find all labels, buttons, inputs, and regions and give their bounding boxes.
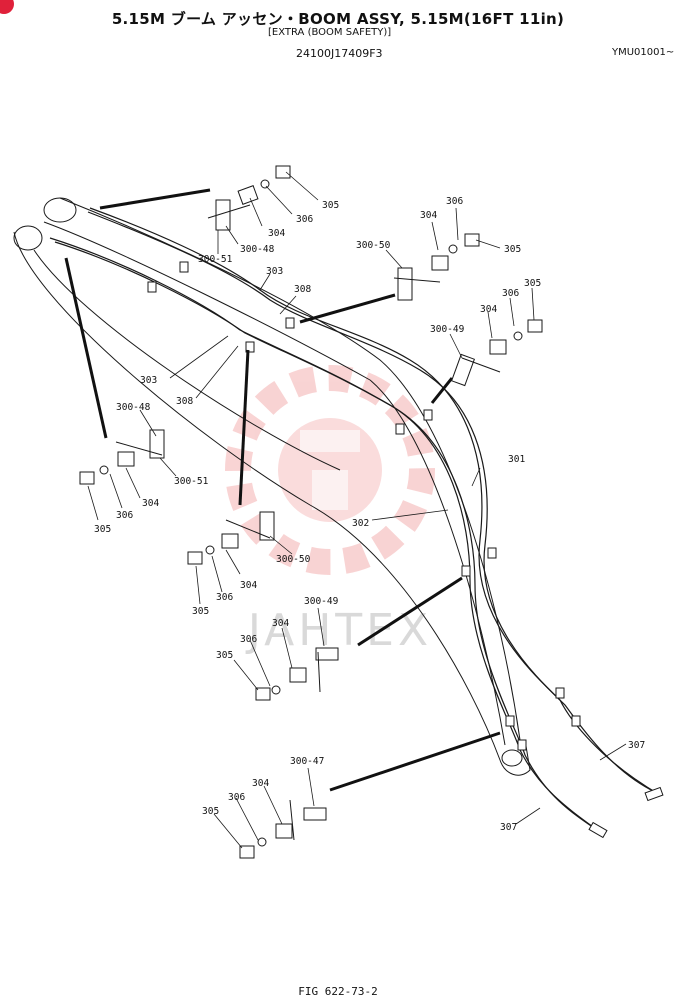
callout-306: 306 — [116, 510, 133, 521]
assembly-part-number: 24100J17409F3 — [296, 47, 383, 60]
callout-300-47: 300-47 — [290, 756, 324, 767]
callout-305: 305 — [216, 650, 233, 661]
exploded-view-leaders — [64, 188, 501, 792]
callout-300-48: 300-48 — [240, 244, 275, 255]
callout-leaders — [87, 171, 627, 849]
diagram-title: 5.15M ブーム アッセン・BOOM ASSY, 5.15M(16FT 11i… — [111, 10, 565, 28]
callout-302: 302 — [352, 518, 369, 529]
callout-305: 305 — [192, 606, 209, 617]
callout-301: 301 — [508, 454, 525, 465]
callout-307: 307 — [628, 740, 645, 751]
part-group-right-mid — [450, 319, 543, 387]
callout-304: 304 — [240, 580, 257, 591]
callout-300-48: 300-48 — [116, 402, 151, 413]
callout-303: 303 — [266, 266, 283, 277]
hose-fitting-307-upper — [644, 786, 664, 802]
callout-304: 304 — [420, 210, 437, 221]
callout-306: 306 — [446, 196, 463, 207]
part-group-lower-mid — [255, 647, 339, 701]
callout-300-49: 300-49 — [430, 324, 465, 335]
callout-306: 306 — [240, 634, 257, 645]
callout-306: 306 — [228, 792, 245, 803]
watermark-logo — [225, 365, 435, 575]
callout-305: 305 — [202, 806, 219, 817]
part-group-left-mid — [79, 429, 165, 485]
part-group-upper-left — [207, 165, 291, 231]
callout-308: 308 — [294, 284, 311, 295]
callout-labels: 305 306 304 300-48 300-51 303 308 304 30… — [94, 196, 645, 833]
boom-body — [13, 197, 531, 776]
callout-306: 306 — [296, 214, 313, 225]
callout-306: 306 — [216, 592, 233, 603]
callout-304: 304 — [480, 304, 497, 315]
part-group-center — [187, 511, 275, 565]
corner-badge — [0, 0, 14, 14]
callout-300-50: 300-50 — [276, 554, 311, 565]
serial-range: YMU01001~ — [612, 47, 675, 58]
callout-305: 305 — [504, 244, 521, 255]
callout-300-50: 300-50 — [356, 240, 391, 251]
hose-fitting-307-lower — [588, 821, 608, 839]
callout-304: 304 — [272, 618, 289, 629]
callout-305: 305 — [94, 524, 111, 535]
callout-300-51: 300-51 — [198, 254, 233, 265]
callout-303: 303 — [140, 375, 157, 386]
callout-308: 308 — [176, 396, 193, 407]
callout-304: 304 — [142, 498, 159, 509]
callout-306: 306 — [502, 288, 519, 299]
callout-305: 305 — [524, 278, 541, 289]
part-group-bottom — [239, 799, 327, 859]
callout-300-51: 300-51 — [174, 476, 209, 487]
callout-307: 307 — [500, 822, 517, 833]
hose-clamps — [147, 261, 581, 751]
callout-304: 304 — [252, 778, 269, 789]
callout-300-49: 300-49 — [304, 596, 339, 607]
figure-reference: FIG 622-73-2 — [298, 985, 378, 998]
callout-305: 305 — [322, 200, 339, 211]
part-group-upper-right — [393, 233, 480, 301]
diagram-subtitle: [EXTRA (BOOM SAFETY)] — [268, 27, 392, 38]
callout-304: 304 — [268, 228, 285, 239]
